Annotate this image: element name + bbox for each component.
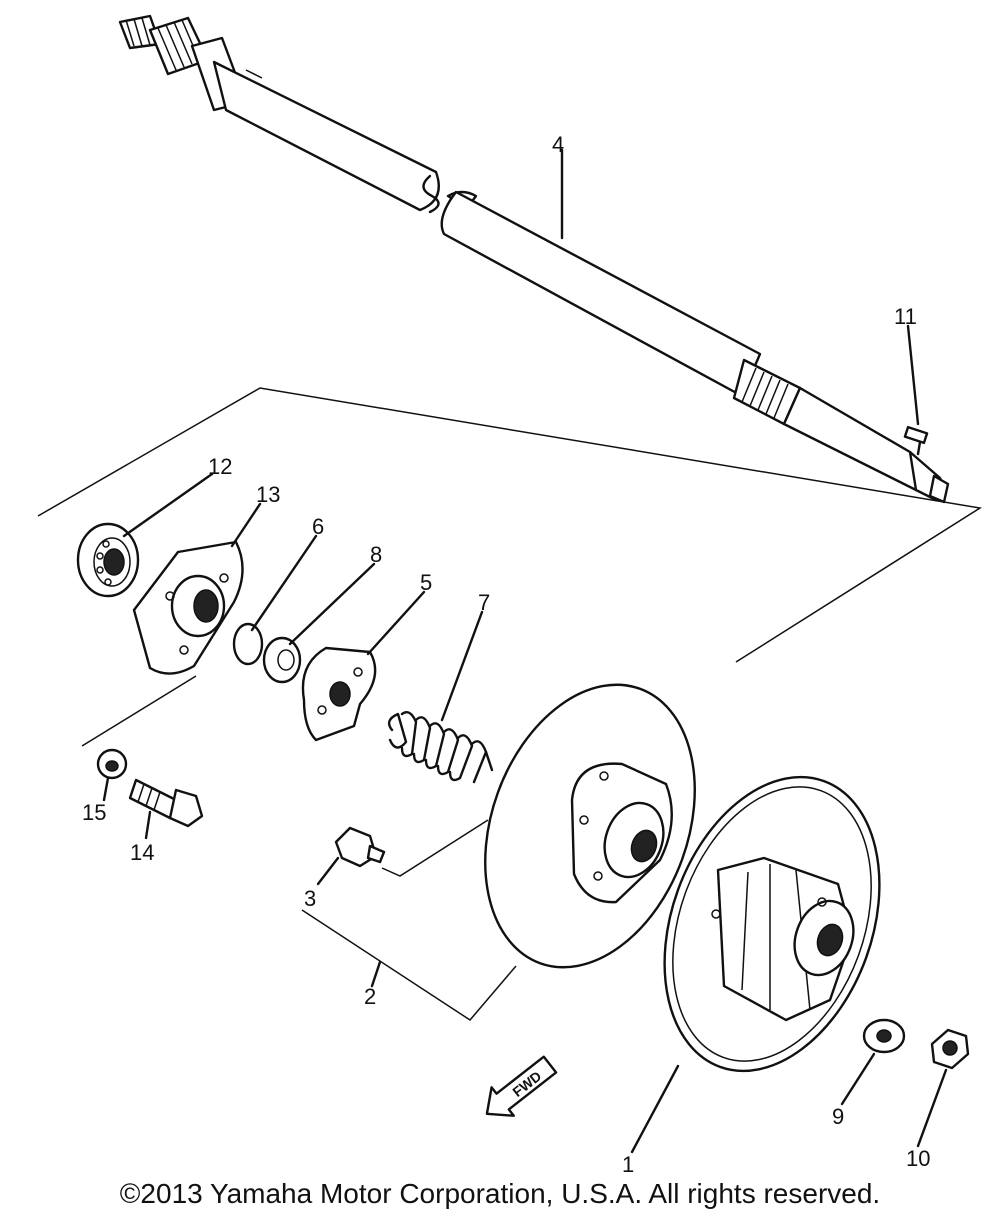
- bolt: [128, 778, 204, 828]
- callout-13: 13: [256, 482, 280, 507]
- callout-5: 5: [420, 570, 432, 595]
- washer: [232, 622, 264, 666]
- bearing: [76, 522, 140, 598]
- bearing-plate: [132, 540, 244, 675]
- callout-11: 11: [894, 304, 917, 329]
- forward-arrow: FWD: [485, 1055, 558, 1117]
- callout-10: 10: [906, 1146, 930, 1171]
- spacer: [262, 636, 302, 684]
- callout-15: 15: [82, 800, 106, 825]
- callout-1: 1: [622, 1152, 634, 1177]
- sliding-sheave: [484, 683, 696, 969]
- callout-14: 14: [130, 840, 154, 865]
- bolt-leader-bracket: [81, 675, 197, 747]
- leader-lines: [102, 148, 948, 1154]
- callout-2: 2: [364, 984, 376, 1009]
- sheave-bracket: [301, 909, 517, 1021]
- lock-washer: [96, 748, 128, 780]
- callout-6: 6: [312, 514, 324, 539]
- callout-12: 12: [208, 454, 232, 479]
- set-screw-bracket: [381, 819, 489, 877]
- callout-7: 7: [478, 590, 490, 615]
- fixed-sheave: [663, 775, 881, 1073]
- callout-3: 3: [304, 886, 316, 911]
- spring-seat: [301, 646, 377, 742]
- callout-9: 9: [832, 1104, 844, 1129]
- spring: [387, 711, 494, 784]
- callout-8: 8: [370, 542, 382, 567]
- shaft: [118, 14, 950, 504]
- set-screw: [334, 826, 386, 868]
- callout-4: 4: [552, 132, 564, 157]
- nut: [930, 1028, 970, 1070]
- copyright-notice: ©2013 Yamaha Motor Corporation, U.S.A. A…: [119, 1178, 881, 1209]
- washer-9: [862, 1018, 906, 1054]
- assembly-bracket: [37, 387, 983, 663]
